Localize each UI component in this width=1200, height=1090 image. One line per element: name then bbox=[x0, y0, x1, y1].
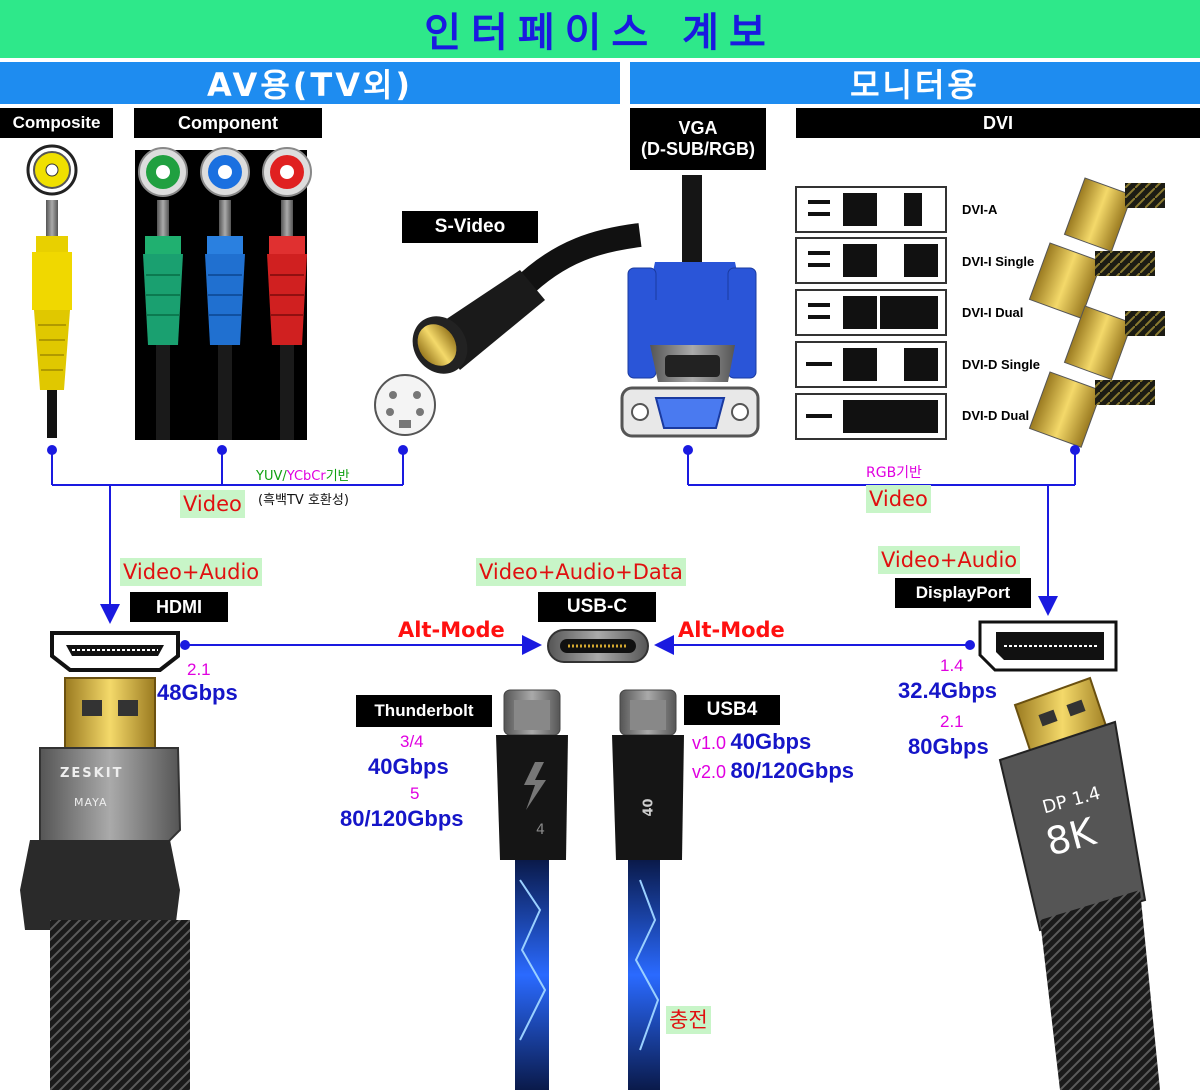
displayport-label-text: DisplayPort bbox=[915, 583, 1011, 603]
hdmi-label: HDMI bbox=[130, 592, 228, 622]
thunderbolt-cable bbox=[496, 689, 568, 1090]
vga-label: VGA (D-SUB/RGB) bbox=[630, 108, 766, 170]
alt-mode-right: Alt-Mode bbox=[678, 618, 785, 642]
tb-version-1: 3/4 bbox=[400, 732, 424, 751]
svideo-label-text: S-Video bbox=[434, 216, 506, 238]
video-audio-data-tag: Video+Audio+Data bbox=[476, 558, 686, 586]
displayport-port bbox=[978, 620, 1118, 672]
usbc-port bbox=[547, 629, 649, 663]
dvi-port-diagrams bbox=[795, 177, 1165, 448]
tb-speed-2: 80/120Gbps bbox=[340, 806, 464, 831]
component-label-text: Component bbox=[178, 112, 278, 133]
yuv-annotation: YUV/YCbCr기반 bbox=[256, 465, 350, 484]
usbc-label-text: USB-C bbox=[566, 596, 628, 618]
component-connectors bbox=[135, 147, 312, 440]
usb4-cable-mark: 40 bbox=[641, 798, 657, 817]
hdmi-speed: 48Gbps bbox=[157, 680, 238, 705]
thunderbolt-label-text: Thunderbolt bbox=[374, 701, 474, 721]
dp-version-2: 2.1 bbox=[940, 712, 964, 731]
section-av-label: AV용(TV외) bbox=[206, 66, 414, 104]
svideo-label: S-Video bbox=[402, 211, 538, 243]
page-title: 인터페이스 계보 bbox=[424, 10, 776, 56]
usb4-cable bbox=[612, 689, 684, 1090]
usb4-spec-1: v1.0 40Gbps bbox=[692, 729, 811, 755]
charging-tag: 충전 bbox=[666, 1006, 711, 1034]
vga-label-text: VGA bbox=[678, 118, 718, 139]
video-audio-tag-left: Video+Audio bbox=[120, 558, 263, 586]
usb4-spec-2: v2.0 80/120Gbps bbox=[692, 758, 854, 784]
vga-sublabel-text: (D-SUB/RGB) bbox=[641, 139, 755, 159]
dvi-type-i-dual: DVI-I Dual bbox=[962, 305, 1024, 320]
usb4-label: USB4 bbox=[684, 695, 780, 725]
usb4-speed-1: 40Gbps bbox=[730, 729, 812, 754]
dp-speed-2: 80Gbps bbox=[908, 734, 989, 759]
yuv-text: YUV/ bbox=[256, 469, 287, 484]
usb4-version-2: v2.0 bbox=[692, 762, 727, 782]
section-monitor: 모니터용 bbox=[630, 62, 1200, 104]
dp-version-1: 1.4 bbox=[940, 656, 964, 675]
dvi-type-i-single: DVI-I Single bbox=[962, 254, 1035, 269]
tb-version-2: 5 bbox=[410, 784, 420, 803]
dvi-type-d-single: DVI-D Single bbox=[962, 357, 1041, 372]
thunderbolt-label: Thunderbolt bbox=[356, 695, 492, 727]
usb4-label-text: USB4 bbox=[706, 699, 758, 721]
hdmi-label-text: HDMI bbox=[156, 596, 202, 617]
tb-speed-1: 40Gbps bbox=[368, 754, 449, 779]
usb4-version-1: v1.0 bbox=[692, 733, 727, 753]
vga-connector bbox=[620, 175, 760, 438]
tb-cable-mark: 4 bbox=[536, 822, 545, 838]
bw-compat-note: (흑백TV 호환성) bbox=[258, 493, 349, 508]
component-label: Component bbox=[134, 108, 322, 138]
section-monitor-label: 모니터용 bbox=[850, 66, 980, 104]
dvi-type-d-dual: DVI-D Dual bbox=[962, 408, 1030, 423]
yuv-base-text: 기반 bbox=[325, 469, 350, 484]
dvi-label-text: DVI bbox=[982, 112, 1013, 133]
alt-mode-left: Alt-Mode bbox=[398, 618, 505, 642]
title-banner: 인터페이스 계보 bbox=[0, 0, 1200, 58]
ycbcr-text: YCbCr bbox=[286, 469, 326, 484]
hdmi-brand-text: ZESKIT bbox=[60, 766, 124, 781]
usbc-label: USB-C bbox=[538, 592, 656, 622]
section-av: AV용(TV외) bbox=[0, 62, 620, 104]
displayport-label: DisplayPort bbox=[895, 578, 1031, 608]
dp-speed-1: 32.4Gbps bbox=[898, 678, 998, 703]
usb4-speed-2: 80/120Gbps bbox=[730, 758, 854, 783]
svideo-connector bbox=[374, 223, 642, 436]
dvi-type-a: DVI-A bbox=[962, 202, 998, 217]
video-tag-right: Video bbox=[866, 485, 931, 513]
composite-label: Composite bbox=[0, 108, 113, 138]
dvi-label: DVI bbox=[796, 108, 1200, 138]
video-audio-tag-right: Video+Audio bbox=[878, 546, 1021, 574]
hdmi-port bbox=[50, 631, 180, 672]
hdmi-version: 2.1 bbox=[187, 660, 211, 679]
composite-label-text: Composite bbox=[12, 113, 101, 133]
hdmi-cable bbox=[20, 677, 190, 1090]
rgb-base-note: RGB기반 bbox=[866, 465, 922, 481]
hdmi-model-text: MAYA bbox=[74, 796, 108, 809]
video-tag-left: Video bbox=[180, 490, 245, 518]
composite-connector bbox=[26, 144, 78, 438]
displayport-cable bbox=[998, 676, 1160, 1090]
